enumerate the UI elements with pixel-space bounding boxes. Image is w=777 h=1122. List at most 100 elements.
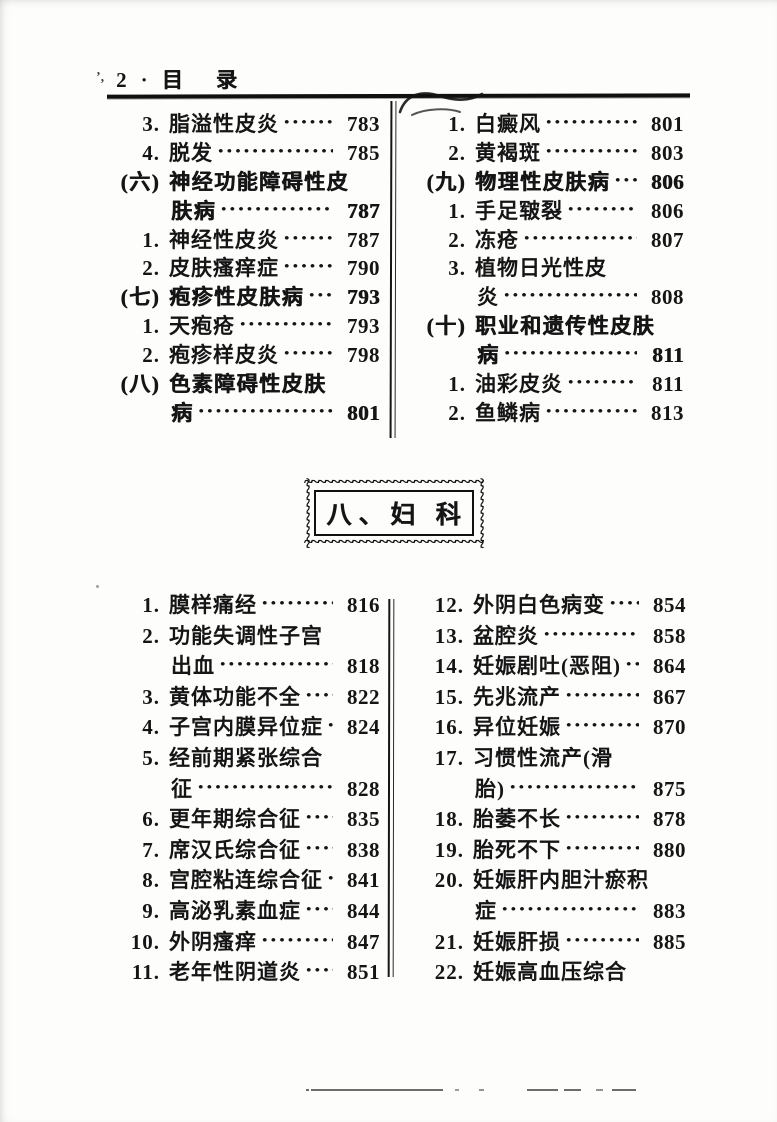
entry-number: 1. (448, 198, 466, 223)
toc-entry: 2. 功能失调性子宫 (104, 620, 380, 651)
page-number: 2 (116, 68, 129, 92)
leader-dots: ········································… (261, 927, 333, 952)
leader-dots: ········································… (567, 196, 637, 221)
entry-number: 16. (434, 715, 464, 740)
leader-dots: ········································… (509, 774, 639, 799)
entry-title: 植物日光性皮 (475, 256, 607, 281)
entry-title: 油彩皮炎 (475, 372, 563, 397)
entry-title: 盆腔炎 (473, 623, 539, 648)
scan-artifact-line (311, 1089, 443, 1091)
entry-title: 病 (171, 400, 194, 425)
entry-number: 11. (131, 960, 160, 985)
entry-title: 胎萎不长 (473, 807, 561, 832)
entry-title: 神经性皮炎 (169, 227, 279, 252)
entry-number: 7. (142, 837, 160, 862)
entry-page: 787 (347, 227, 380, 252)
entry-title: 妊娠剧吐(恶阻) (473, 654, 621, 679)
leader-dots: ········································… (545, 398, 637, 423)
section-title-box: ~~~~~~~~~~~~~~~~~~~~~~~~~~~~~~~~~~~~~~~~… (301, 476, 488, 549)
entry-title: 习惯性流产(滑 (473, 745, 613, 770)
toc-entry: 1. 油彩皮炎 ································… (410, 368, 684, 397)
toc-entry: 20. 妊娠肝内胆汁瘀积 (408, 864, 686, 895)
toc-entry: (十) 职业和遗传性皮肤 (410, 310, 684, 339)
entry-title: 胎) (475, 776, 505, 801)
entry-number: (九) (426, 169, 466, 194)
entry-page: 798 (347, 343, 380, 368)
leader-dots: ········································… (543, 621, 639, 646)
entry-title: 外阴瘙痒 (169, 929, 257, 954)
leader-dots: ········································… (197, 398, 334, 423)
entry-page: 835 (347, 807, 380, 832)
entry-page: 883 (653, 898, 686, 923)
toc-entry: 1. 天疱疮 ·································… (104, 310, 380, 339)
leader-dots: ········································… (565, 805, 639, 830)
scan-artifact-line (527, 1089, 558, 1091)
leader-dots: ········································… (327, 713, 333, 738)
entry-page: 870 (653, 715, 686, 740)
toc-entry: 7. 席汉氏综合征 ······························… (104, 834, 380, 865)
entry-page: 808 (651, 285, 684, 310)
section-box-frame: 八、妇 科 (314, 490, 474, 536)
toc-bottom-left-column: 1. 膜样痛经 ································… (104, 589, 380, 987)
entry-title: 天疱疮 (169, 314, 235, 339)
entry-title: 病 (477, 343, 500, 368)
entry-title: 冻疮 (475, 227, 519, 252)
entry-page: 854 (653, 593, 686, 617)
toc-entry: 3. 脂溢性皮炎 ·······························… (104, 108, 380, 137)
leader-dots: ········································… (283, 110, 333, 134)
entry-number: 5. (142, 745, 160, 770)
entry-title: 老年性阴道炎 (169, 960, 301, 985)
entry-number: 19. (434, 837, 464, 862)
leader-dots: ········································… (545, 138, 637, 163)
entry-page: 824 (347, 715, 380, 740)
entry-title: 色素障碍性皮肤 (169, 372, 327, 397)
entry-title: 妊娠高血压综合 (473, 960, 627, 985)
entry-page: 806 (651, 169, 684, 194)
entry-title: 异位妊娠 (473, 715, 561, 740)
leader-dots: ········································… (305, 805, 333, 830)
toc-entry: 16. 异位妊娠 ·······························… (408, 711, 686, 742)
toc-entry: (七) 疱疹性皮肤病 ·····························… (104, 281, 380, 310)
toc-entry: 5. 经前期紧张综合 (104, 742, 380, 773)
leader-dots: ········································… (545, 110, 637, 134)
toc-entry: 9. 高泌乳素血症 ······························… (104, 895, 380, 926)
toc-entry: 1. 白癜风 ·································… (410, 108, 684, 137)
entry-title: 征 (171, 776, 193, 801)
toc-entry: 11. 老年性阴道炎 ·····························… (104, 956, 380, 987)
entry-title: 疱疹样皮炎 (169, 343, 279, 368)
entry-title: 神经功能障碍性皮 (169, 169, 349, 194)
leader-dots: ········································… (283, 225, 333, 250)
entry-number: 10. (130, 929, 160, 954)
column-divider-bottom (387, 598, 395, 978)
entry-title: 先兆流产 (473, 684, 561, 709)
entry-title: 脱发 (169, 140, 213, 165)
scan-mark: ʼ, (96, 70, 105, 85)
entry-number: 3. (142, 112, 160, 136)
entry-page: 880 (653, 837, 686, 862)
leader-dots: ········································… (219, 652, 333, 677)
entry-page: 878 (653, 807, 686, 832)
entry-title: 物理性皮肤病 (475, 169, 610, 194)
toc-entry: 10. 外阴瘙痒 ·······························… (104, 926, 380, 957)
scan-artifact-line (596, 1089, 603, 1091)
leader-dots: ········································… (327, 866, 333, 891)
entry-number: (六) (120, 169, 160, 194)
entry-title: 出血 (171, 654, 215, 679)
leader-dots: ········································… (565, 835, 639, 860)
entry-number: 21. (434, 929, 464, 954)
entry-number: 12. (434, 593, 464, 617)
leader-dots: ········································… (523, 225, 637, 250)
entry-number: 1. (142, 227, 160, 252)
entry-number: 2. (448, 227, 466, 252)
entry-number: 1. (448, 112, 466, 136)
toc-entry: 19. 胎死不下 ·······························… (408, 834, 686, 865)
toc-entry: 1. 手足皲裂 ································… (410, 195, 684, 224)
toc-entry: 22. 妊娠高血压综合 (408, 956, 686, 987)
header-separator-dot: · (140, 68, 150, 92)
leader-dots: ········································… (305, 896, 333, 921)
leader-dots: ········································… (283, 254, 333, 279)
toc-entry: 出血 ·····································… (104, 650, 380, 681)
leader-dots: ········································… (261, 591, 333, 615)
entry-title: 膜样痛经 (169, 593, 257, 617)
